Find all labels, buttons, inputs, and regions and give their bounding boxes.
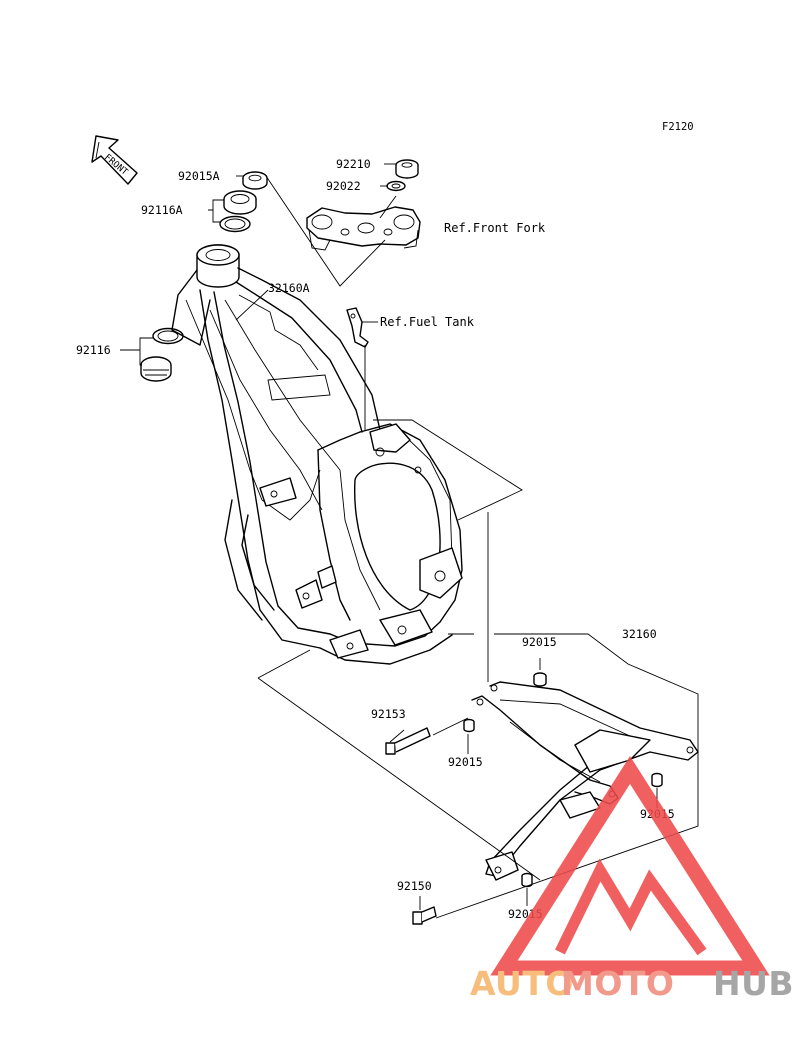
upper-triple-clamp-icon (306, 206, 421, 251)
part-label-92022: 92022 (326, 179, 361, 193)
bolt-92150-icon (412, 906, 437, 925)
ref-front-fork: Ref.Front Fork (444, 221, 546, 235)
watermark-text-auto: AUTO (470, 964, 574, 1003)
part-label-92116: 92116 (76, 343, 111, 357)
upper-bearing-icon (223, 190, 257, 215)
fuel-tank-bracket-icon (346, 307, 369, 348)
ref-fuel-tank: Ref.Fuel Tank (380, 315, 475, 329)
watermark-text-moto: MOTO (561, 964, 674, 1003)
steering-seal-icon (242, 171, 268, 190)
main-frame-icon (171, 244, 463, 665)
collar-mid-icon (463, 718, 475, 733)
bolt-92153-icon (385, 727, 431, 755)
diagram-code: F2120 (662, 121, 694, 133)
part-label-92015-top: 92015 (522, 635, 557, 649)
washer-icon (386, 180, 406, 192)
collar-right-icon (651, 772, 663, 788)
leader-lines (120, 163, 699, 919)
part-label-92153: 92153 (371, 707, 406, 721)
part-label-32160a: 32160A (268, 281, 310, 295)
watermark-logo: AUTO MOTO HUB (470, 756, 794, 1003)
collar-top-icon (533, 672, 547, 687)
part-label-32160: 32160 (622, 627, 657, 641)
part-label-92116a: 92116A (141, 203, 183, 217)
part-label-92015-mid: 92015 (448, 755, 483, 769)
watermark-triangle-icon (490, 756, 770, 976)
lower-bearing-icon (140, 327, 184, 382)
steering-stem-nut-icon (395, 159, 419, 179)
bearing-race-icon (219, 215, 251, 233)
part-label-92210: 92210 (336, 157, 371, 171)
watermark-text-hub: HUB (713, 964, 794, 1003)
part-label-92150: 92150 (397, 879, 432, 893)
part-label-92015a: 92015A (178, 169, 220, 183)
front-arrow-icon: FRONT (91, 135, 138, 185)
